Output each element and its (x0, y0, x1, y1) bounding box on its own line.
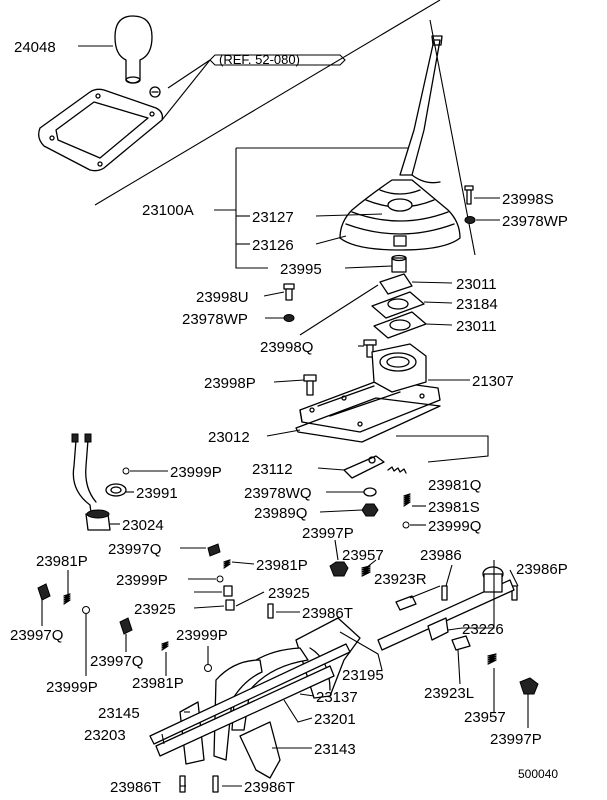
part-label-23226: 23226 (462, 621, 504, 638)
part-label-23195: 23195 (342, 667, 384, 684)
bolt-23998U-drawing (283, 283, 295, 322)
part-label-23997Q-mid: 23997Q (90, 653, 143, 670)
part-label-23957-bottom: 23957 (464, 709, 506, 726)
part-label-23923R: 23923R (374, 571, 427, 588)
part-label-23999P-mid: 23999P (116, 572, 168, 589)
bolt-23998Q-drawing (363, 339, 377, 358)
part-label-23143: 23143 (314, 741, 356, 758)
part-label-23978WP-left: 23978WP (182, 311, 248, 328)
part-label-23203: 23203 (84, 727, 126, 744)
boot-plate-drawing (38, 88, 164, 172)
part-label-23998P: 23998P (204, 375, 256, 392)
bushing-23995-drawing (391, 254, 407, 273)
part-label-23986P: 23986P (516, 561, 568, 578)
part-label-21307: 21307 (472, 373, 514, 390)
part-label-23989Q: 23989Q (254, 505, 307, 522)
part-label-23127: 23127 (252, 209, 294, 226)
part-label-23986: 23986 (420, 547, 462, 564)
part-label-23024: 23024 (122, 517, 164, 534)
part-label-23981S: 23981S (428, 499, 480, 516)
part-label-23925-left: 23925 (134, 601, 176, 618)
part-label-23999P-right: 23999P (176, 627, 228, 644)
part-label-23998U: 23998U (196, 289, 249, 306)
part-label-23981P-left: 23981P (36, 553, 88, 570)
part-label-23981P-bottom: 23981P (132, 675, 184, 692)
ref-note-group (161, 54, 346, 121)
part-label-23184: 23184 (456, 296, 498, 313)
part-label-23986T-right: 23986T (244, 779, 295, 796)
part-label-23925-right: 23925 (268, 585, 310, 602)
washer-nut-drawing (361, 487, 379, 517)
spring-23981S-drawing (403, 493, 411, 507)
seal-stack-drawing (371, 273, 427, 339)
part-label-23201: 23201 (314, 711, 356, 728)
pin-drawings (179, 585, 518, 793)
lever-boot-drawing (339, 179, 461, 251)
part-label-23126: 23126 (252, 237, 294, 254)
part-labels: (REF. 52-080) 24048 23100A 23127 23126 2… (10, 39, 568, 796)
part-label-23997P-top: 23997P (302, 525, 354, 542)
switch-drawing (71, 433, 127, 531)
part-label-23999Q: 23999Q (428, 518, 481, 535)
part-label-23999P-bottom: 23999P (46, 679, 98, 696)
plug-drawings (37, 543, 539, 695)
shift-rails-drawing (149, 643, 351, 757)
part-label-23981P-mid: 23981P (256, 557, 308, 574)
bushing-23923-drawings (395, 595, 471, 651)
part-label-23978WP-right: 23978WP (502, 213, 568, 230)
part-label-23923L: 23923L (424, 685, 474, 702)
shift-lever-drawing (399, 35, 443, 184)
leader-lines (41, 45, 529, 787)
part-label-24048: 24048 (14, 39, 56, 56)
part-label-23137: 23137 (316, 689, 358, 706)
part-label-23997P-bottom: 23997P (490, 731, 542, 748)
part-label-23991: 23991 (136, 485, 178, 502)
part-label-23995: 23995 (280, 261, 322, 278)
part-label-23986T-left: 23986T (110, 779, 161, 796)
housing-cover-drawing (299, 343, 441, 433)
part-label-23981Q: 23981Q (428, 477, 481, 494)
part-label-23012: 23012 (208, 429, 250, 446)
part-label-23998S: 23998S (502, 191, 554, 208)
part-label-23997Q-left: 23997Q (10, 627, 63, 644)
part-label-23011-top: 23011 (456, 276, 497, 293)
part-label-23145: 23145 (98, 705, 140, 722)
bolt-23998S-drawing (464, 185, 476, 224)
bolt-23998P-drawing (303, 374, 317, 396)
part-label-23986T-mid: 23986T (302, 605, 353, 622)
shift-rod-drawing (377, 566, 515, 651)
part-label-23957-top: 23957 (342, 547, 384, 564)
part-label-23999P-switch: 23999P (170, 464, 222, 481)
ref-note: (REF. 52-080) (219, 52, 300, 67)
part-label-23100A: 23100A (142, 202, 194, 219)
gasket-drawing (295, 397, 441, 443)
lever-23112-drawing (343, 455, 407, 479)
part-label-23112: 23112 (252, 461, 293, 478)
figure-number: 500040 (518, 767, 558, 781)
part-label-23997Q-top: 23997Q (108, 541, 161, 558)
shift-knob-drawing (114, 15, 161, 98)
part-label-23998Q: 23998Q (260, 339, 313, 356)
part-label-23978WQ: 23978WQ (244, 485, 312, 502)
reference-lines (94, 0, 476, 336)
part-label-23011-bottom: 23011 (456, 318, 497, 335)
ball-drawings (82, 467, 410, 672)
